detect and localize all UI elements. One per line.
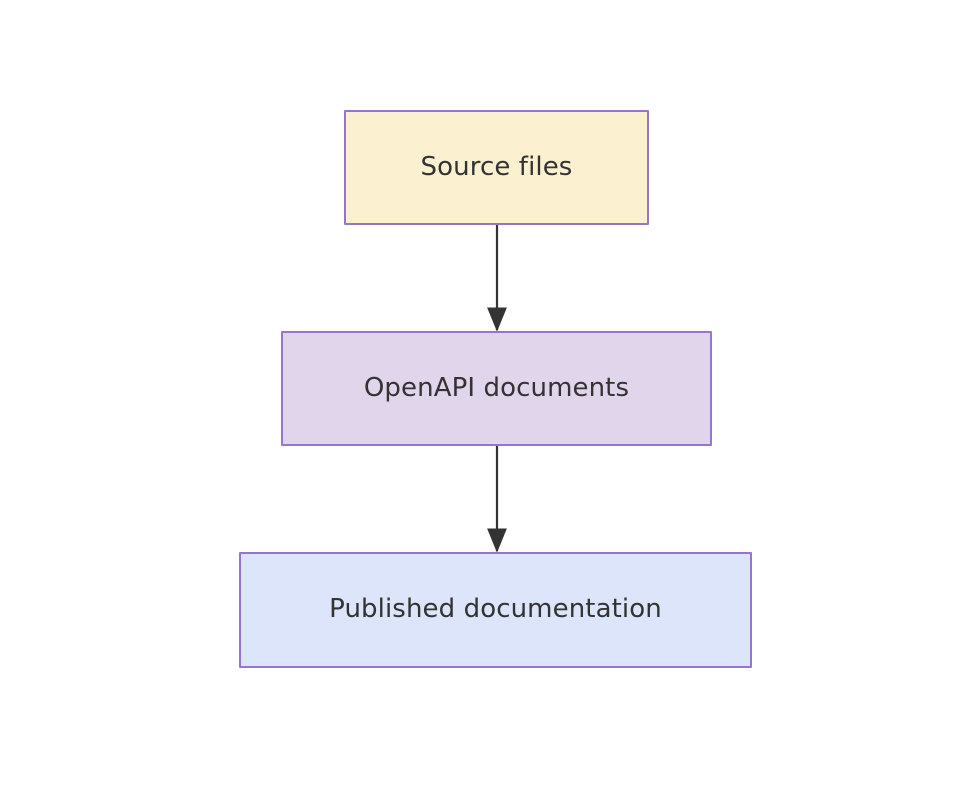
node-source-files[interactable]: Source files bbox=[344, 110, 649, 225]
node-published-documentation[interactable]: Published documentation bbox=[239, 552, 752, 668]
node-openapi-documents-label: OpenAPI documents bbox=[363, 372, 630, 403]
node-published-documentation-label: Published documentation bbox=[329, 594, 662, 625]
node-source-files-label: Source files bbox=[420, 151, 573, 182]
node-openapi-documents[interactable]: OpenAPI documents bbox=[281, 331, 712, 446]
